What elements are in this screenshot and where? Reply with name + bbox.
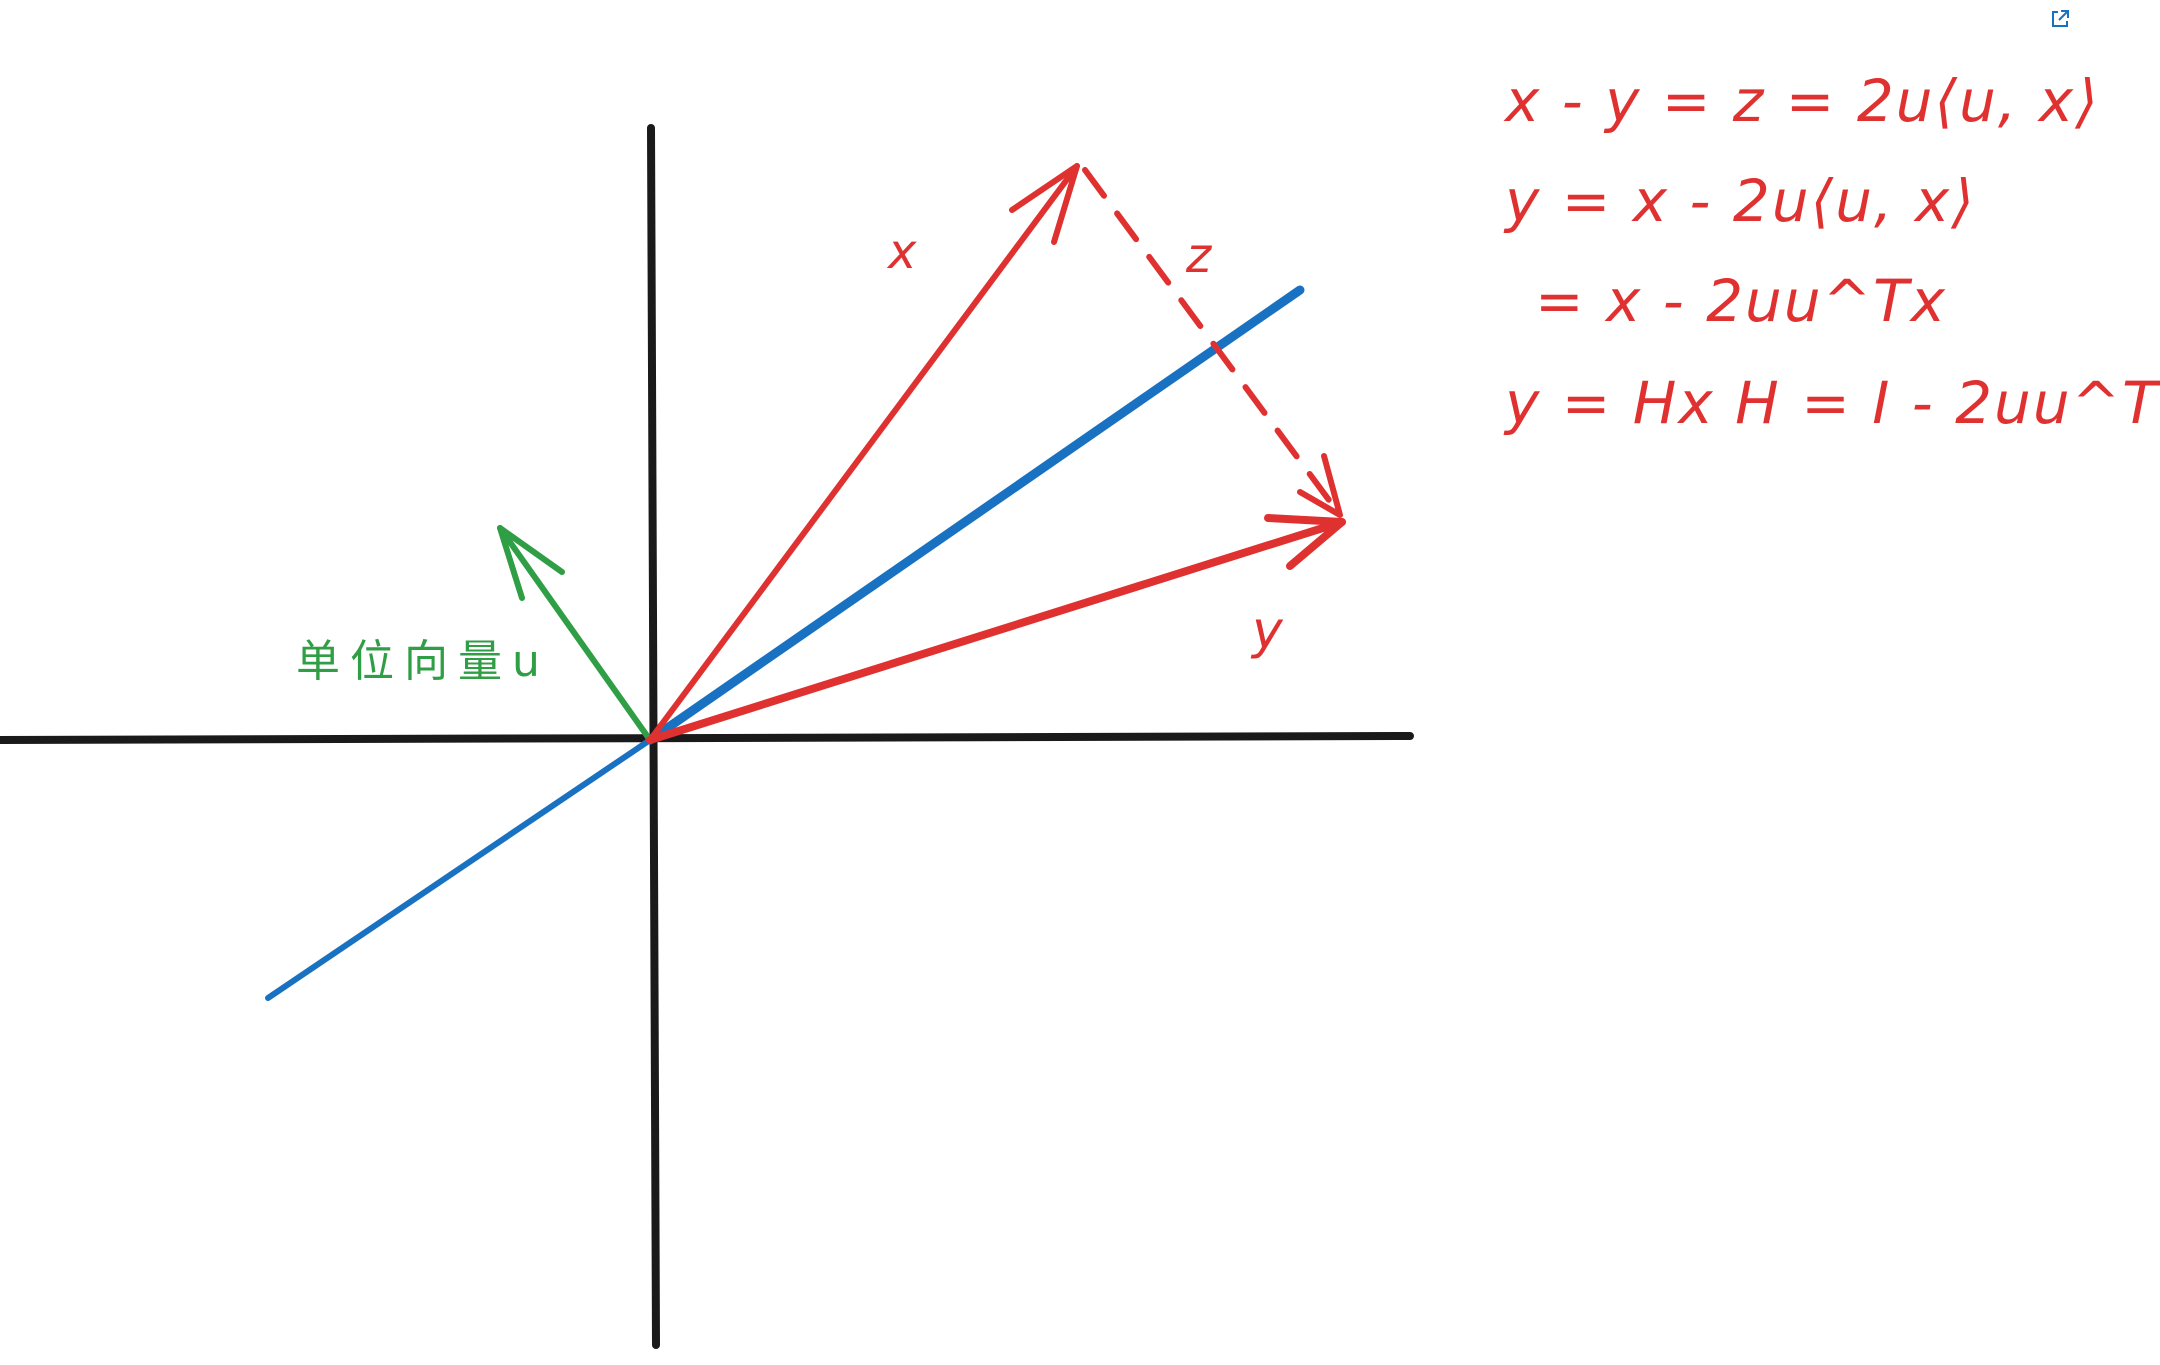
vector-x (647, 163, 1080, 743)
diagram-canvas: x z y 单位向量u (0, 124, 1414, 1349)
unit-vector-u (497, 525, 653, 743)
vector-z-arrowhead (1297, 453, 1343, 518)
horizontal-axis (0, 732, 1414, 744)
vector-y (646, 514, 1346, 744)
label-x: x (886, 224, 917, 280)
label-z: z (1185, 228, 1213, 284)
vector-y-arrowhead (1264, 514, 1346, 570)
vector-z (1082, 167, 1343, 518)
external-link-icon[interactable] (2049, 8, 2071, 30)
vector-x-arrowhead (1009, 163, 1080, 245)
equation-4: y = Hx H = I - 2uu^T (1505, 369, 2160, 437)
unit-vector-u-arrowhead (497, 525, 565, 601)
label-unit-vector-u: 单位向量u (296, 636, 550, 687)
label-y: y (1250, 601, 1284, 661)
axes (0, 124, 1414, 1349)
mirror-line (265, 285, 1305, 1001)
equation-2: y = x - 2u⟨u, x⟩ (1505, 167, 1976, 235)
equation-3: = x - 2uu^Tx (1535, 267, 1947, 335)
equation-1: x - y = z = 2u⟨u, x⟩ (1505, 67, 2100, 135)
